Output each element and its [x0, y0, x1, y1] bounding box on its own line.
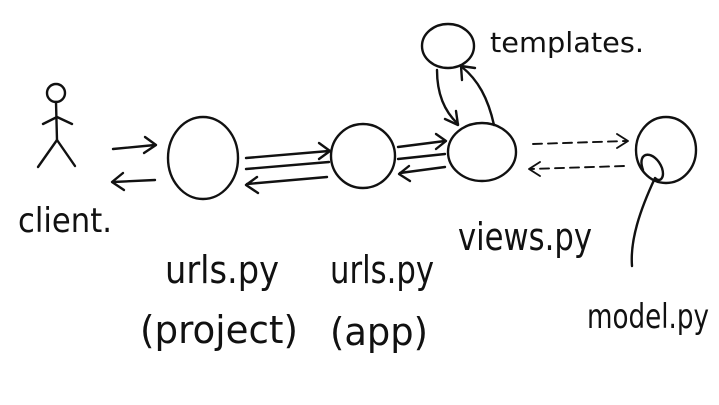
arrow-back-head [244, 175, 260, 195]
arrow-forward-line-2 [396, 152, 447, 161]
arrow-back-line [398, 165, 447, 175]
arrow-back-line [245, 175, 329, 186]
templates-label: templates. [490, 26, 644, 59]
arrow-to-templates-head [459, 64, 477, 82]
model-tail-stroke [630, 153, 665, 268]
views-node [446, 121, 518, 183]
model-node [634, 115, 698, 185]
urls-project-label: urls.py [165, 248, 279, 292]
edge-client-urls-project [110, 135, 158, 192]
edge-views-templates [435, 64, 496, 127]
dashed-arrow-back-head [528, 161, 541, 177]
arrow-back-head [397, 164, 412, 183]
dashed-arrow-back-line [529, 165, 625, 170]
client-figure [36, 82, 77, 169]
arrow-forward-head [317, 141, 332, 161]
model-label: model.py [587, 297, 709, 337]
arrow-request-head [142, 135, 158, 155]
edge-urls-project-urls-app [244, 141, 332, 195]
urls-project-sublabel: (project) [140, 308, 298, 352]
arrow-response-line [111, 178, 157, 184]
arrow-forward-head [434, 132, 448, 151]
arrow-forward-line-2 [244, 160, 331, 171]
client-label: client. [18, 201, 112, 241]
urls-app-label: urls.py [330, 248, 434, 292]
arrow-forward-line [396, 139, 447, 149]
client-head [45, 82, 67, 104]
client-arms [41, 115, 74, 126]
arrow-to-views-head [443, 109, 460, 127]
dashed-arrow-forward-line [532, 140, 627, 145]
urls-app-node [329, 122, 397, 190]
client-legs [36, 138, 77, 169]
dashed-arrow-forward-head [616, 133, 629, 149]
edge-views-model [528, 133, 629, 177]
arrow-response-head [110, 171, 126, 192]
templates-node [420, 22, 476, 70]
views-label: views.py [458, 215, 592, 259]
arrow-to-views-line [435, 68, 460, 126]
urls-app-sublabel: (app) [330, 310, 428, 354]
client-body [54, 100, 59, 142]
urls-project-node [166, 115, 240, 201]
arrow-request-line [111, 143, 157, 151]
arrow-to-templates-line [460, 65, 496, 127]
arrow-forward-line [244, 149, 331, 160]
edge-urls-app-views [396, 132, 448, 183]
